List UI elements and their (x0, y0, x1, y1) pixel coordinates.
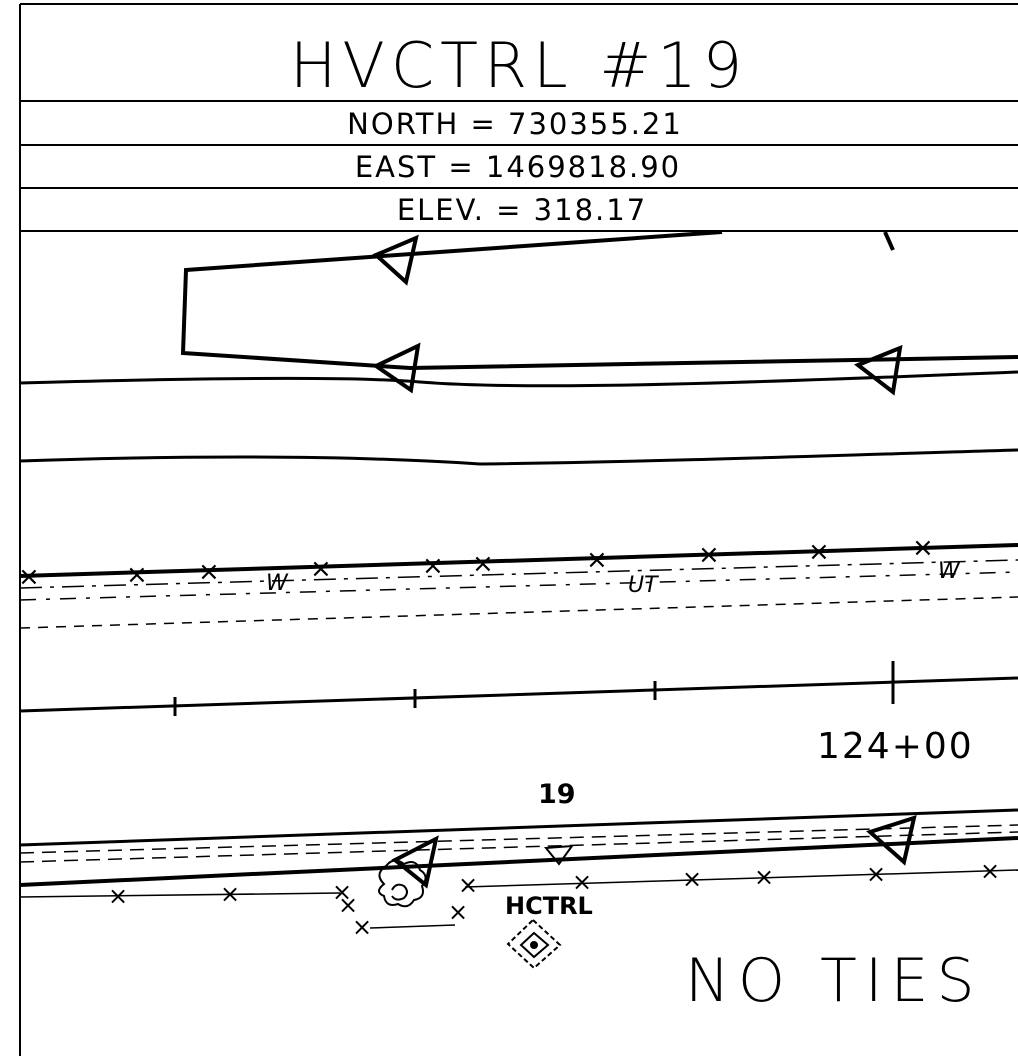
utility-label-water-2: W (938, 559, 961, 584)
svg-text:×: × (980, 857, 1000, 885)
arrow-icon (854, 344, 903, 396)
svg-text:×: × (338, 891, 358, 919)
svg-text:×: × (220, 880, 240, 908)
svg-text:×: × (198, 557, 220, 587)
arrow-icon (372, 234, 419, 286)
utility-label-ut: UT (628, 573, 659, 598)
north-coordinate: NORTH = 730355.21 (347, 107, 683, 141)
pavement-edges (19, 370, 1018, 466)
sheet-frame (19, 3, 1018, 1056)
svg-text:×: × (698, 540, 720, 570)
centerline (19, 661, 1018, 716)
svg-text:×: × (682, 865, 702, 893)
fence-x-marks: × × × × × × × × × × (18, 533, 934, 592)
svg-text:×: × (586, 545, 608, 575)
point-marker-icon (544, 844, 575, 866)
elevation: ELEV. = 318.17 (397, 193, 647, 227)
svg-text:×: × (448, 898, 468, 926)
svg-text:×: × (126, 560, 148, 590)
svg-text:×: × (754, 863, 774, 891)
svg-text:×: × (332, 878, 352, 906)
svg-text:×: × (18, 562, 40, 592)
arrow-icon (372, 342, 421, 394)
sheet-title: HVCTRL #19 (290, 29, 748, 102)
svg-text:×: × (108, 882, 128, 910)
svg-text:×: × (866, 860, 886, 888)
lower-fence-x-marks: × × × × × × × × × × × × (108, 857, 1000, 941)
fence-line (19, 543, 1018, 629)
svg-text:×: × (352, 913, 372, 941)
point-code: HCTRL (505, 892, 593, 920)
svg-text:×: × (472, 549, 494, 579)
utility-label-water: W (266, 571, 289, 596)
svg-text:×: × (572, 868, 592, 896)
svg-text:×: × (912, 533, 934, 563)
arrow-icon (866, 815, 917, 866)
island-outline (180, 230, 1018, 371)
lower-road-edges (19, 808, 1018, 887)
svg-text:×: × (458, 871, 478, 899)
point-number: 19 (538, 779, 576, 810)
ties-note: NO TIES (685, 946, 983, 1016)
svg-text:×: × (422, 551, 444, 581)
lower-fence-line (19, 869, 1018, 929)
east-coordinate: EAST = 1469818.90 (355, 150, 681, 184)
arrow-icon (391, 835, 439, 889)
header-dividers (20, 100, 1018, 232)
station-label: 124+00 (817, 726, 974, 767)
tree-icon (378, 859, 427, 908)
control-point-icon (506, 918, 562, 970)
svg-text:×: × (808, 537, 830, 567)
svg-text:×: × (310, 554, 332, 584)
